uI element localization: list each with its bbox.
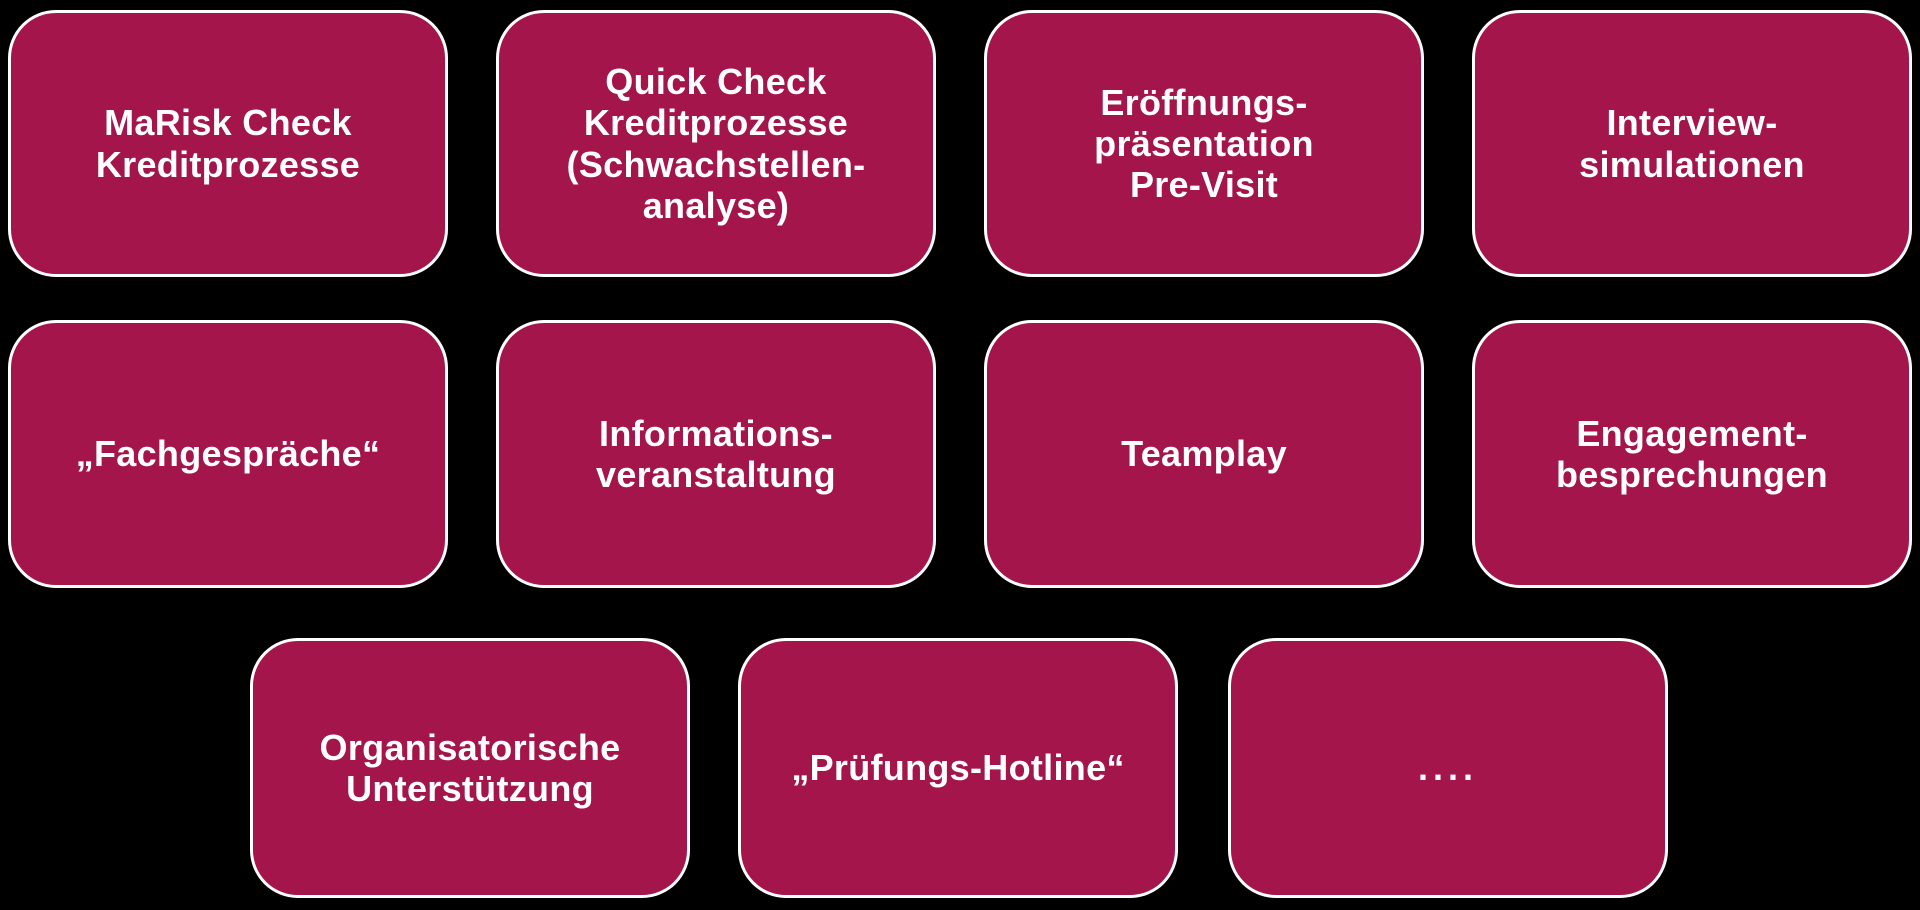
card-fachgespraeche: „Fachgespräche“: [8, 320, 448, 588]
card-informationsveranstaltung: Informations- veranstaltung: [496, 320, 936, 588]
card-pruefungs-hotline: „Prüfungs-Hotline“: [738, 638, 1178, 898]
card-label: Interview- simulationen: [1579, 102, 1805, 185]
card-label: Teamplay: [1121, 433, 1287, 475]
card-interview-simulationen: Interview- simulationen: [1472, 10, 1912, 277]
card-label: MaRisk Check Kreditprozesse: [95, 102, 361, 185]
card-label: ....: [1417, 747, 1478, 789]
card-eroeffnungspraesentation-pre-visit: Eröffnungs- präsentation Pre-Visit: [984, 10, 1424, 277]
card-label: Informations- veranstaltung: [596, 412, 836, 495]
card-label: Eröffnungs- präsentation Pre-Visit: [1094, 81, 1314, 206]
card-label: Engagement- besprechungen: [1556, 412, 1828, 495]
card-marisk-check-kreditprozesse: MaRisk Check Kreditprozesse: [8, 10, 448, 277]
card-organisatorische-unterstuetzung: Organisatorische Unterstützung: [250, 638, 690, 898]
card-label: „Prüfungs-Hotline“: [791, 747, 1125, 789]
card-label: Quick Check Kreditprozesse (Schwachstell…: [566, 61, 866, 226]
card-quick-check-kreditprozesse: Quick Check Kreditprozesse (Schwachstell…: [496, 10, 936, 277]
card-engagement-besprechungen: Engagement- besprechungen: [1472, 320, 1912, 588]
card-more-ellipsis: ....: [1228, 638, 1668, 898]
card-teamplay: Teamplay: [984, 320, 1424, 588]
card-label: Organisatorische Unterstützung: [319, 726, 621, 809]
card-label: „Fachgespräche“: [75, 433, 381, 475]
